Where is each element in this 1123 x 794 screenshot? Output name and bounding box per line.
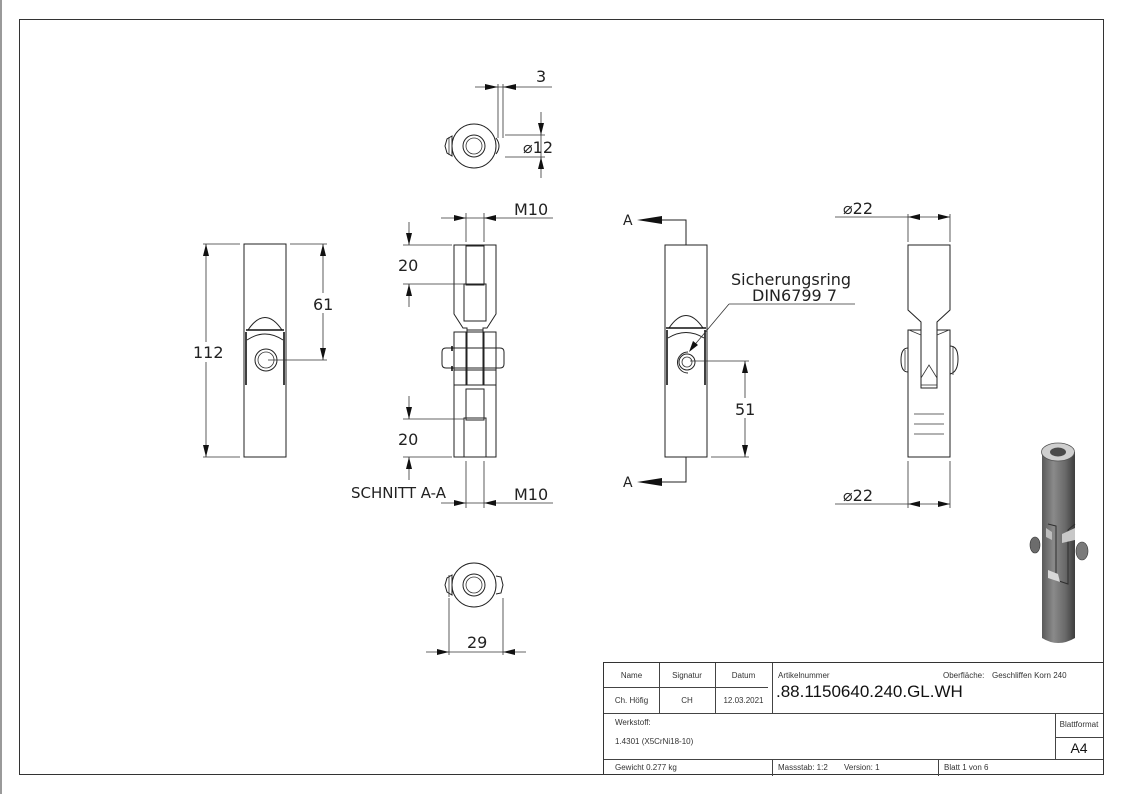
- blattformat-value: A4: [1070, 740, 1088, 756]
- header-artikelnummer: Artikelnummer: [778, 671, 830, 680]
- section-title: SCHNITT A-A: [351, 484, 447, 502]
- top-view: 3 ⌀12: [444, 67, 553, 178]
- callout-din: DIN6799 7: [752, 286, 837, 305]
- dim-20-top: 20: [398, 256, 418, 275]
- dim-m10-bottom: M10: [514, 485, 548, 504]
- value-signatur: CH: [681, 696, 693, 705]
- blatt: Blatt 1 von 6: [944, 763, 989, 772]
- value-name: Ch. Höfig: [614, 696, 649, 705]
- callout-sicherungsring: Sicherungsring: [731, 270, 851, 289]
- section-view: M10 20 20 M10 SCHNITT A-A: [351, 200, 553, 508]
- dim-29: 29: [467, 633, 487, 652]
- oberflaeche-value: Geschliffen Korn 240: [992, 671, 1067, 680]
- value-datum: 12.03.2021: [723, 696, 764, 705]
- gewicht: Gewicht 0.277 kg: [615, 763, 677, 772]
- dim-diameter-22-top: ⌀22: [843, 199, 873, 218]
- section-marker-top: A: [623, 213, 633, 229]
- dim-61: 61: [313, 295, 333, 314]
- bottom-view: 29: [426, 562, 526, 655]
- dim-diameter-22-bottom: ⌀22: [843, 486, 873, 505]
- window-edge: [0, 0, 2, 794]
- werkstoff-label: Werkstoff:: [615, 718, 651, 727]
- dim-diameter-12: ⌀12: [523, 138, 553, 157]
- dim-112: 112: [193, 343, 224, 362]
- header-name: Name: [620, 671, 643, 680]
- massstab: Massstab: 1:2: [778, 763, 828, 772]
- dim-51: 51: [735, 400, 755, 419]
- header-signatur: Signatur: [672, 671, 702, 680]
- header-datum: Datum: [731, 671, 756, 680]
- version: Version: 1: [844, 763, 880, 772]
- dim-20-bottom: 20: [398, 430, 418, 449]
- title-block: Name Signatur Datum Artikelnummer Oberfl…: [603, 662, 1104, 776]
- blattformat-label: Blattformat: [1059, 720, 1099, 729]
- werkstoff-value: 1.4301 (X5CrNi18-10): [615, 737, 694, 746]
- section-marker-bottom: A: [623, 475, 633, 491]
- header-oberflaeche: Oberfläche:: [943, 671, 985, 680]
- front-view: 112 61: [192, 243, 334, 458]
- drawing-frame: [19, 19, 1104, 775]
- dim-m10-top: M10: [514, 200, 548, 219]
- isometric-part-render: [1029, 442, 1089, 643]
- right-view: ⌀22 ⌀22: [835, 199, 959, 508]
- article-number: .88.1150640.240.GL.WH: [776, 682, 963, 701]
- dim-3: 3: [536, 67, 546, 86]
- side-view: A A Sicherungsring DIN6799 7 51: [623, 213, 855, 491]
